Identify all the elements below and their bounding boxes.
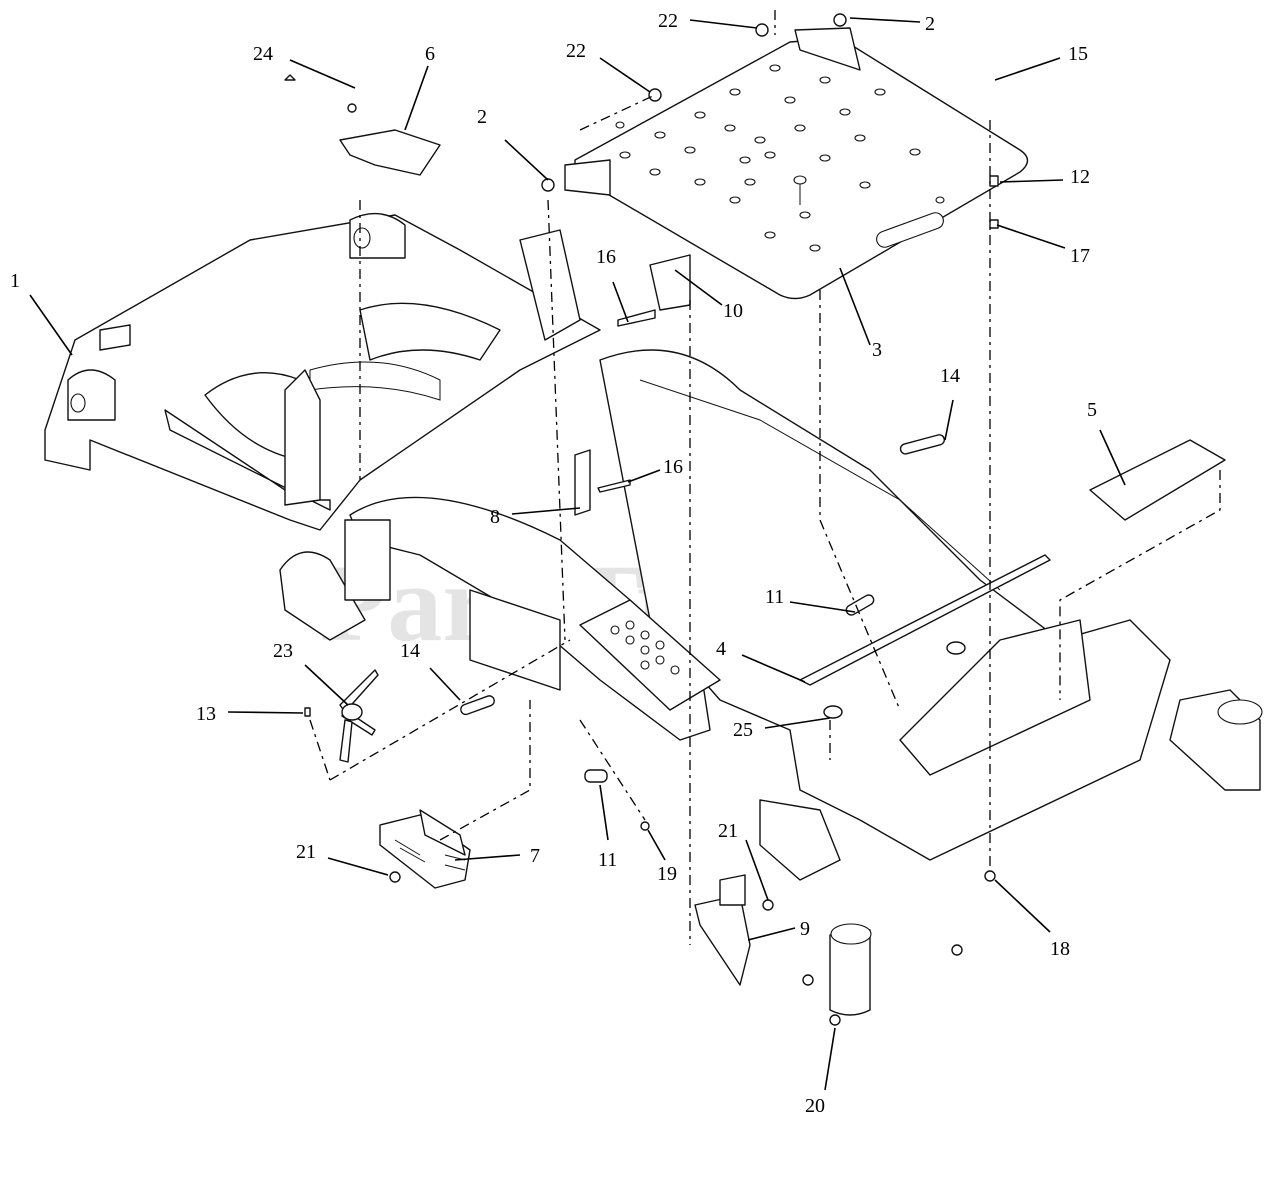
part-step-guard-7 (379, 809, 471, 889)
callout-21-right: 21 (718, 820, 738, 842)
callout-11-right: 11 (765, 586, 784, 608)
callout-9: 9 (800, 918, 810, 940)
callout-10: 10 (723, 300, 743, 322)
callout-3: 3 (872, 339, 882, 361)
callout-2-top: 2 (925, 13, 935, 35)
callout-5: 5 (1087, 399, 1097, 421)
part-bracket-6 (339, 129, 441, 176)
callout-25: 25 (733, 719, 753, 741)
callout-18: 18 (1050, 938, 1070, 960)
callout-8: 8 (490, 506, 500, 528)
callout-15: 15 (1068, 43, 1088, 65)
assembly-lines (309, 10, 1221, 945)
callout-12: 12 (1070, 166, 1090, 188)
callout-19: 19 (657, 863, 677, 885)
floor-plate-holes (615, 64, 945, 252)
callout-14-left: 14 (400, 640, 420, 662)
callout-labels: 1 2 2 3 4 5 6 7 8 9 10 11 11 12 13 14 14… (10, 10, 1097, 1117)
callout-22-left: 22 (566, 40, 586, 62)
callout-11-lower: 11 (598, 849, 617, 871)
callout-2-left: 2 (477, 106, 487, 128)
callout-7: 7 (530, 845, 540, 867)
callout-24: 24 (253, 43, 273, 65)
fasteners (284, 13, 999, 1026)
callout-4: 4 (716, 638, 726, 660)
callout-20: 20 (805, 1095, 825, 1117)
callout-1: 1 (10, 270, 20, 292)
callout-6: 6 (425, 43, 435, 65)
callout-17: 17 (1070, 245, 1090, 267)
part-4-blade (799, 554, 1051, 686)
callout-16-top: 16 (596, 246, 616, 268)
part-main-frame (44, 212, 601, 531)
part-footrest-grille (579, 599, 721, 711)
leader-lines (29, 17, 1126, 1091)
part-cover-5 (1089, 439, 1226, 521)
callout-16-mid: 16 (663, 456, 683, 478)
part-step-guard-9 (694, 874, 751, 986)
part-floor-plate (564, 27, 1029, 300)
callout-23: 23 (273, 640, 293, 662)
callout-22-top: 22 (658, 10, 678, 32)
callout-13: 13 (196, 703, 216, 725)
callout-21-left: 21 (296, 841, 316, 863)
part-center-frame (279, 349, 1263, 1016)
callout-14-right: 14 (940, 365, 960, 387)
part-shaft-23 (339, 669, 379, 763)
